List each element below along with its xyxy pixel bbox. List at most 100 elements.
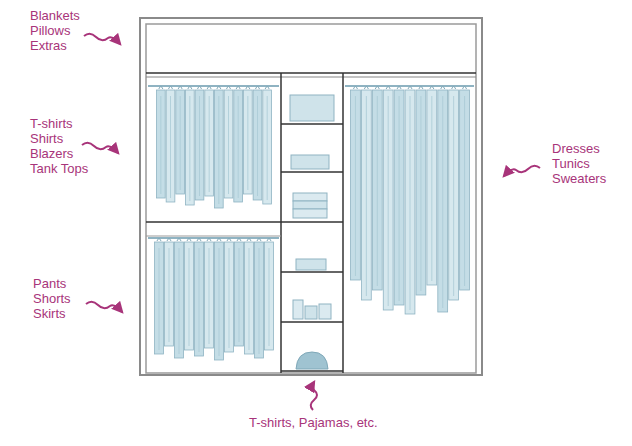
cubby-floor — [281, 370, 343, 372]
garment-fold — [180, 96, 181, 190]
cubby-shelf — [281, 321, 343, 323]
divider-shelf-edge — [146, 236, 281, 237]
garment — [205, 90, 214, 196]
garment-fold — [189, 96, 190, 201]
garment-fold — [420, 96, 421, 291]
hanger — [227, 87, 231, 90]
hanger — [419, 87, 423, 90]
garment-fold — [431, 96, 432, 281]
garment-fold — [377, 96, 378, 286]
hanger — [353, 87, 357, 90]
garment-fold — [159, 248, 160, 350]
garment — [460, 90, 470, 290]
garment — [175, 242, 184, 358]
garment — [215, 242, 224, 360]
garment — [165, 242, 174, 346]
callout-arrow — [84, 34, 120, 44]
garment-fold — [229, 248, 230, 348]
garment-fold — [269, 248, 270, 346]
garment — [255, 242, 264, 358]
garment-fold — [199, 248, 200, 352]
hanging-rod — [148, 85, 279, 87]
callout-label: Pants Shorts Skirts — [33, 276, 99, 321]
garment-fold — [238, 96, 239, 198]
hanger — [227, 239, 231, 242]
garment — [416, 90, 426, 295]
garment-fold — [388, 96, 389, 306]
garment-fold — [267, 96, 268, 200]
garment — [351, 90, 361, 280]
folded-stack — [290, 95, 334, 121]
garment — [405, 90, 415, 314]
garment-fold — [464, 96, 465, 286]
hanger — [256, 87, 260, 90]
hanger — [159, 87, 163, 90]
garment-fold — [169, 248, 170, 342]
hanger — [397, 87, 401, 90]
column-wall — [280, 73, 282, 373]
garment — [195, 90, 204, 200]
cubby-shelf — [281, 171, 343, 173]
garment — [185, 90, 194, 205]
garment — [245, 242, 254, 354]
garment-fold — [219, 248, 220, 356]
garment — [394, 90, 404, 305]
garment — [383, 90, 393, 310]
hanger — [463, 87, 467, 90]
hanger — [375, 87, 379, 90]
garment — [438, 90, 448, 312]
garment-fold — [257, 96, 258, 196]
top-shelf — [146, 72, 476, 74]
garment — [166, 90, 175, 202]
hanger — [177, 239, 181, 242]
folded-shirt — [293, 193, 327, 201]
garment-fold — [209, 96, 210, 192]
storage-jar — [319, 304, 331, 319]
folded-stack — [296, 259, 326, 270]
garment — [155, 242, 164, 354]
garment — [225, 242, 234, 352]
hanger — [178, 87, 182, 90]
hanger — [197, 239, 201, 242]
folded-shirt — [293, 201, 327, 209]
garment-fold — [218, 96, 219, 204]
garment — [195, 242, 204, 356]
hanger — [207, 239, 211, 242]
garment — [185, 242, 194, 350]
hanger — [169, 87, 173, 90]
callout-label: Dresses Tunics Sweaters — [552, 141, 622, 186]
hanger — [257, 239, 261, 242]
garment-fold — [170, 96, 171, 198]
garment — [224, 90, 233, 198]
garment — [361, 90, 371, 300]
hanger — [265, 87, 269, 90]
hanging-clothes — [155, 87, 470, 361]
garment-fold — [247, 96, 248, 190]
hanger — [236, 87, 240, 90]
garment — [176, 90, 185, 194]
garment — [427, 90, 437, 285]
garment — [449, 90, 459, 300]
hanger — [167, 239, 171, 242]
hanger — [452, 87, 456, 90]
garment-fold — [239, 248, 240, 342]
garment-fold — [453, 96, 454, 296]
garment — [234, 90, 243, 202]
hanger — [364, 87, 368, 90]
callout-label: Blankets Pillows Extras — [30, 8, 96, 53]
cubby-shelf — [281, 123, 343, 125]
callout-label: T-shirts, Pajamas, etc. — [249, 415, 378, 430]
garment-fold — [209, 248, 210, 344]
garment-fold — [410, 96, 411, 310]
callout-arrow — [82, 143, 118, 153]
cubby-shelf — [281, 221, 343, 223]
callout-label: T-shirts Shirts Blazers Tank Tops — [30, 116, 96, 176]
hanger — [247, 239, 251, 242]
garment-fold — [355, 96, 356, 276]
callout-arrow — [504, 166, 540, 176]
garment-fold — [366, 96, 367, 296]
garment-fold — [399, 96, 400, 301]
hanger — [408, 87, 412, 90]
